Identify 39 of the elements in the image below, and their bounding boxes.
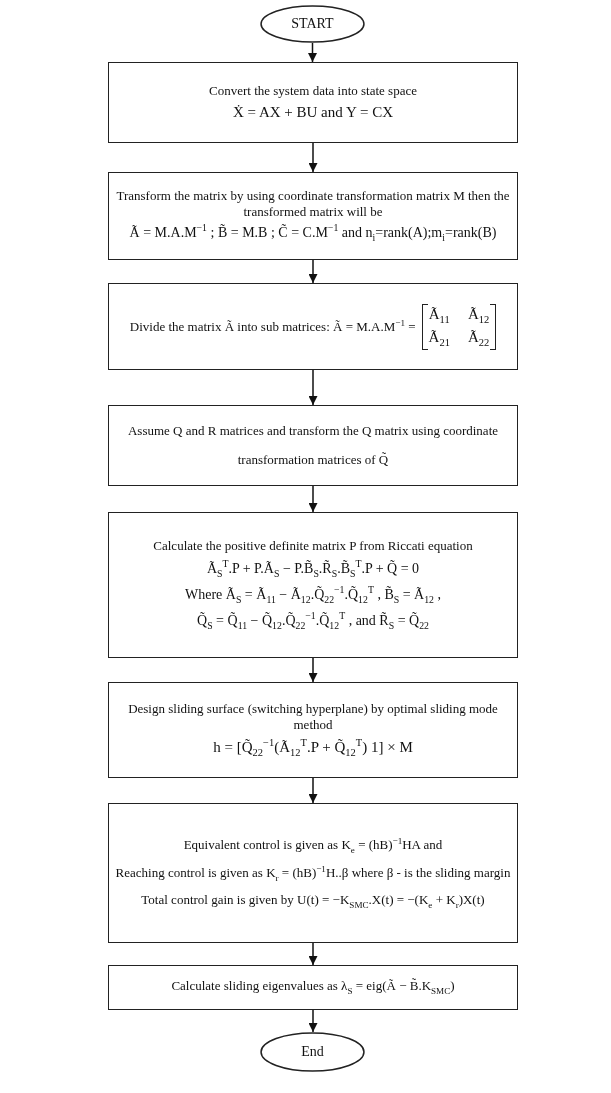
equation: Ã = M.A.M$^{−1}$ ; B̃ = M.B ; C̃ = C.M$^{−1}$ and n$_{i}$=rank(A);m$_{i}$=rank(B) — [129, 222, 497, 245]
process-box — [108, 405, 518, 486]
step-text: Convert the system data into state space — [209, 83, 417, 100]
process-box — [108, 512, 518, 658]
arrow — [308, 777, 318, 804]
terminal-label: End — [301, 1044, 324, 1060]
arrow — [308, 1009, 318, 1033]
step-text: Assume Q and R matrices and transform the Q matrix using coordinate transformation matrices of Q̃ — [126, 421, 500, 469]
equation: Total control gain is given by U(t) = −K$_{SMC}$.X(t) = −(K$_{e}$ + K$_{r}$)X(t) — [141, 891, 485, 911]
matrix-entry: Ã$_{12}$ — [467, 305, 490, 325]
step-text: Calculate the positive definite matrix P from Riccati equation — [153, 538, 473, 555]
equation: Where Ã$_{S}$ = Ã$_{11}$ − Ã$_{12}$.Q̃$_{22}$$^{−1}$.Q̃$_{12}$$^{T}$ , B̃$_{S}$ = Ã$_{12}$ , — [185, 584, 441, 606]
equation: h = [Q̃$_{22}$$^{−1}$(Ã$_{12}$$^{T}$.P + Q̃$_{12}$$^{T}$) 1] × M — [213, 735, 413, 759]
process-box — [108, 62, 518, 143]
step-text: Transform the matrix by using coordinate transformation matrix M then the transformed matrix will be — [115, 187, 511, 221]
step-text: Calculate sliding eigenvalues as λ$_{S}$ = eig(Ã − B̃.K$_{SMC}$) — [171, 978, 455, 997]
arrow — [308, 657, 318, 683]
matrix-entry: Ã$_{22}$ — [467, 328, 490, 348]
matrix-entry: Ã$_{11}$ — [428, 305, 450, 325]
arrow — [308, 369, 318, 406]
terminal-label: START — [291, 16, 334, 32]
equation: Q̃$_{S}$ = Q̃$_{11}$ − Q̃$_{12}$.Q̃$_{22}$$^{−1}$.Q̃$_{12}$$^{T}$ , and R̃$_{S}$ = Q̃$_{22}$ — [197, 609, 429, 632]
process-box — [108, 172, 518, 260]
arrow — [308, 942, 318, 966]
process-box — [108, 283, 518, 370]
process-box — [108, 803, 518, 943]
step-text: Design sliding surface (switching hyperplane) by optimal sliding mode method — [127, 701, 499, 734]
equation: Ã$_{S}$$^{T}$.P + P.Ã$_{S}$ − P.B̃$_{S}$.R̃$_{S}$.B̃$_{S}$$^{T}$.P + Q̃ = 0 — [206, 558, 420, 581]
step-text: Divide the matrix Ã into sub matrices: Ã = M.A.M$^{−1}$ = — [129, 317, 416, 336]
process-box — [108, 965, 518, 1010]
equation: Ẋ = AX + BU and Y = CX — [232, 103, 394, 122]
process-box — [108, 682, 518, 778]
arrow — [308, 42, 317, 63]
arrow — [308, 259, 318, 284]
arrow — [308, 142, 318, 173]
arrow — [308, 485, 318, 513]
step-text: Equivalent control is given as K$_{e}$ = (hB)$^{−1}$HA and — [183, 835, 443, 856]
matrix-entry: Ã$_{21}$ — [428, 328, 450, 348]
equation: Reaching control is given as K$_{r}$ = (hB)$^{−1}$H..β where β - is the sliding margin — [115, 863, 511, 884]
